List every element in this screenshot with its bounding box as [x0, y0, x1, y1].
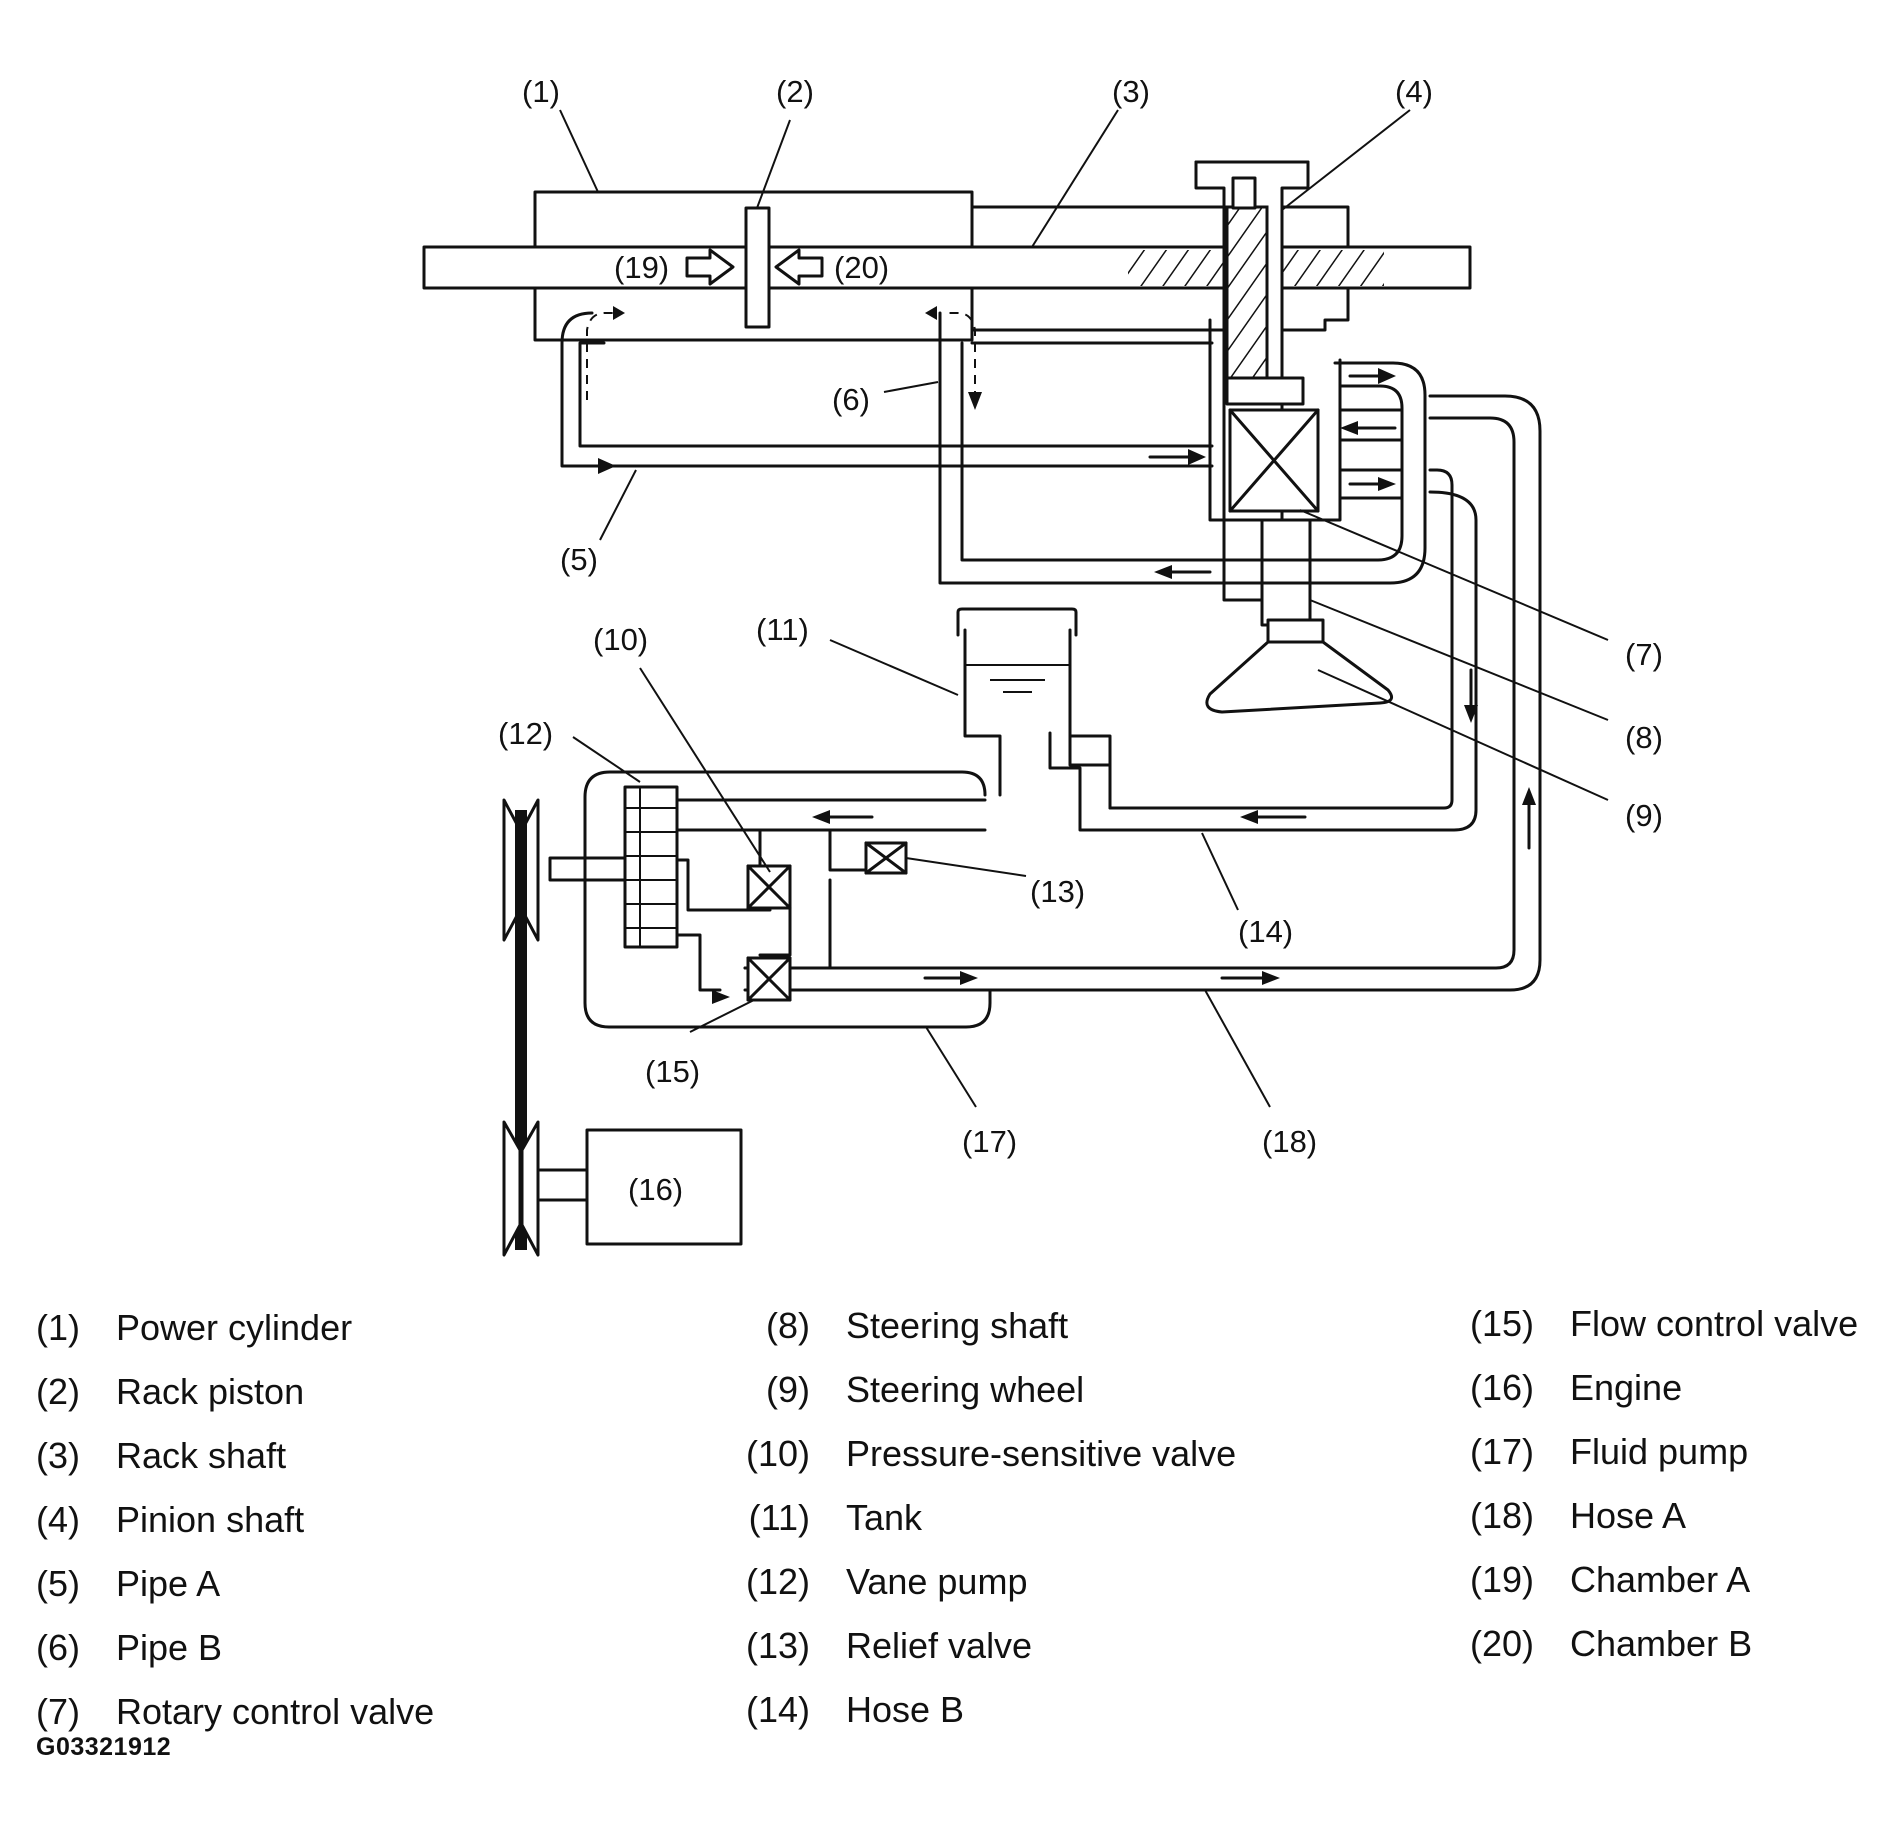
legend-name: Pipe A — [116, 1563, 221, 1604]
legend-number: (1) — [36, 1307, 80, 1348]
legend-number: (6) — [36, 1627, 80, 1668]
callout-6: (6) — [832, 382, 870, 417]
legend-number: (3) — [36, 1435, 80, 1476]
legend-name: Hose A — [1570, 1495, 1687, 1536]
steering-shaft-cap — [1266, 618, 1325, 644]
callout-7: (7) — [1625, 637, 1663, 672]
tank — [956, 607, 1112, 810]
callout-3: (3) — [1112, 74, 1150, 109]
relief-valve — [864, 841, 908, 875]
return-line — [938, 361, 1427, 585]
legend-number: (13) — [745, 1625, 810, 1666]
callout-4: (4) — [1395, 74, 1433, 109]
chamber-b-arrow — [774, 248, 824, 286]
legend-number: (7) — [36, 1691, 80, 1732]
hose-b — [1068, 468, 1454, 810]
power-steering-diagram: (1) (2) (3) (4) (5) (6) (7) (8) (9) (10)… — [422, 74, 1663, 1257]
pipe-a — [560, 311, 1214, 468]
callout-8: (8) — [1625, 720, 1663, 755]
legend-number: (2) — [36, 1371, 80, 1412]
legend-name: Relief valve — [846, 1625, 1033, 1666]
legend-name: Pinion shaft — [116, 1499, 305, 1540]
pipe-b — [938, 311, 1214, 434]
steering-wheel — [1205, 640, 1394, 714]
legend-name: Hose B — [846, 1689, 965, 1730]
legend-name: Flow control valve — [1570, 1303, 1859, 1344]
legend-name: Pressure-sensitive valve — [846, 1433, 1237, 1474]
engine-shaft — [538, 1168, 589, 1202]
callout-18: (18) — [1262, 1124, 1317, 1159]
hose-b-outer — [1048, 490, 1478, 832]
callout-15: (15) — [645, 1054, 700, 1089]
legend-number: (11) — [748, 1497, 810, 1538]
steering-shaft — [1260, 518, 1312, 627]
pinion-shaft — [1225, 205, 1269, 384]
legend-number: (12) — [745, 1561, 810, 1602]
legend-name: Vane pump — [846, 1561, 1028, 1602]
legend-number: (10) — [745, 1433, 810, 1474]
pinion-top — [1231, 176, 1257, 210]
engine — [585, 1128, 743, 1246]
pump-inner-lines — [675, 828, 987, 992]
drive-belt — [515, 810, 527, 1250]
hose-a — [743, 416, 1516, 970]
callout-2: (2) — [776, 74, 814, 109]
flow-dash-b — [946, 312, 976, 400]
callout-16: (16) — [628, 1172, 683, 1207]
legend-number: (8) — [766, 1305, 810, 1346]
legend-number: (18) — [1469, 1495, 1534, 1536]
callout-5: (5) — [560, 542, 598, 577]
legend-name: Engine — [1570, 1367, 1683, 1408]
legend-name: Steering shaft — [846, 1305, 1069, 1346]
legend-number: (4) — [36, 1499, 80, 1540]
legend-number: (20) — [1469, 1623, 1534, 1664]
callout-14: (14) — [1238, 914, 1293, 949]
leader-lines — [559, 109, 1609, 1108]
figure-code: G03321912 — [36, 1733, 172, 1761]
return-line-inner — [960, 384, 1404, 562]
chamber-a-arrow — [685, 248, 735, 286]
callout-9: (9) — [1625, 798, 1663, 833]
flow-control-valve — [746, 956, 792, 1002]
callout-12: (12) — [498, 716, 553, 751]
legend-number: (5) — [36, 1563, 80, 1604]
legend-number: (17) — [1469, 1431, 1534, 1472]
legend-name: Chamber B — [1570, 1623, 1753, 1664]
callout-20: (20) — [834, 250, 889, 285]
valve-collar — [1225, 376, 1305, 406]
legend-name: Tank — [846, 1497, 923, 1538]
vane-pump — [623, 785, 679, 949]
legend-name: Chamber A — [1570, 1559, 1751, 1600]
engine-pulley — [502, 1120, 540, 1257]
callout-19: (19) — [614, 250, 669, 285]
legend-number: (14) — [745, 1689, 810, 1730]
legend-name: Power cylinder — [116, 1307, 353, 1348]
legend-name: Pipe B — [116, 1627, 223, 1668]
flow-arrows — [578, 306, 1536, 1004]
hose-a-outer — [743, 394, 1542, 992]
callout-11: (11) — [756, 612, 809, 647]
shaft-to-pulley — [548, 856, 627, 882]
legend-number: (16) — [1469, 1367, 1534, 1408]
legend-name: Rotary control valve — [116, 1691, 435, 1732]
legend-name: Steering wheel — [846, 1369, 1085, 1410]
rack-piston — [744, 206, 771, 329]
fluid-pump — [583, 770, 992, 1029]
legend-number: (19) — [1469, 1559, 1534, 1600]
legend: (1) Power cylinder (2) Rack piston (3) R… — [0, 1290, 1893, 1760]
legend-number: (15) — [1469, 1303, 1534, 1344]
callout-17: (17) — [962, 1124, 1017, 1159]
flow-dash-a — [586, 312, 617, 400]
pressure-sensitive-valve — [746, 864, 792, 910]
callout-10: (10) — [593, 622, 648, 657]
legend-name: Rack piston — [116, 1371, 305, 1412]
legend-number: (9) — [766, 1369, 810, 1410]
legend-name: Fluid pump — [1570, 1431, 1749, 1472]
callout-13: (13) — [1030, 874, 1085, 909]
legend-name: Rack shaft — [116, 1435, 287, 1476]
callout-1: (1) — [522, 74, 560, 109]
rotary-control-valve — [1228, 408, 1320, 513]
valve-ports — [1338, 408, 1404, 500]
